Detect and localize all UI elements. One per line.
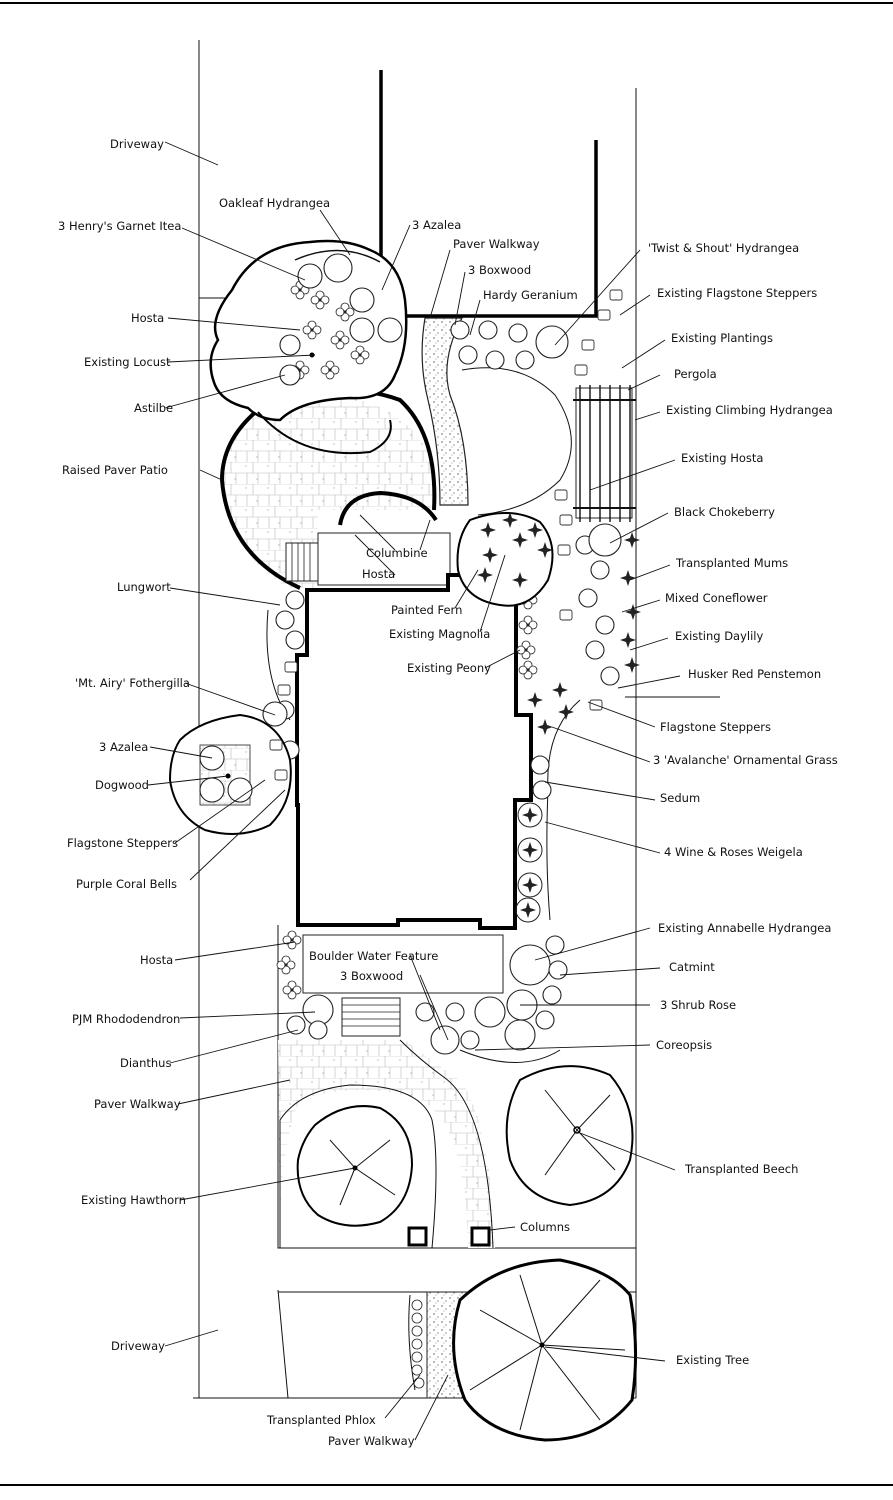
label-columns: Columns — [520, 1220, 570, 1234]
front-beds — [276, 930, 568, 1055]
label-avalanche-grass: 3 'Avalanche' Ornamental Grass — [653, 753, 838, 767]
upper-left-bed — [209, 239, 408, 422]
house — [295, 532, 533, 1037]
label-azalea-top: 3 Azalea — [412, 218, 461, 232]
label-sedum: Sedum — [660, 791, 700, 805]
label-wine-roses: 4 Wine & Roses Weigela — [664, 845, 803, 859]
label-twist-shout: 'Twist & Shout' Hydrangea — [648, 241, 799, 255]
label-paver-walkway-left: Paver Walkway — [94, 1097, 181, 1111]
right-beds — [257, 320, 641, 923]
label-hosta-lower: Hosta — [140, 953, 173, 967]
label-lungwort: Lungwort — [117, 580, 171, 594]
label-columbine: Columbine — [366, 546, 428, 560]
label-mixed-coneflower: Mixed Coneflower — [665, 591, 768, 605]
label-existing-daylily: Existing Daylily — [675, 629, 763, 643]
label-dianthus: Dianthus — [120, 1056, 171, 1070]
label-existing-magnolia: Existing Magnolia — [389, 627, 490, 641]
label-paver-walkway-top: Paver Walkway — [453, 237, 540, 251]
label-oakleaf-hydrangea: Oakleaf Hydrangea — [219, 196, 330, 210]
label-boxwood-lower: 3 Boxwood — [340, 969, 403, 983]
label-existing-flagstone: Existing Flagstone Steppers — [657, 286, 817, 300]
flagstone-steppers — [269, 289, 623, 781]
label-azalea-left: 3 Azalea — [99, 740, 148, 754]
label-existing-hawthorn: Existing Hawthorn — [81, 1193, 186, 1207]
label-coral-bells: Purple Coral Bells — [76, 877, 177, 891]
label-transplanted-phlox: Transplanted Phlox — [266, 1413, 376, 1427]
top-paver-walkway — [421, 317, 469, 506]
label-transplanted-beech: Transplanted Beech — [684, 1162, 798, 1176]
label-annabelle: Existing Annabelle Hydrangea — [658, 921, 831, 935]
label-existing-tree: Existing Tree — [676, 1353, 749, 1367]
building-walls — [379, 70, 598, 318]
label-painted-fern: Painted Fern — [391, 603, 462, 617]
label-boxwood-top: 3 Boxwood — [468, 263, 531, 277]
label-coreopsis: Coreopsis — [656, 1038, 712, 1052]
label-flagstone-left: Flagstone Steppers — [67, 836, 178, 850]
label-dogwood: Dogwood — [95, 778, 149, 792]
label-raised-patio: Raised Paver Patio — [62, 463, 168, 477]
label-astilbe: Astilbe — [134, 401, 173, 415]
existing-hawthorn — [296, 1105, 414, 1227]
existing-tree — [452, 1258, 638, 1442]
leader-lines — [147, 141, 681, 1441]
label-hardy-geranium: Hardy Geranium — [483, 288, 578, 302]
label-paver-walkway-bottom: Paver Walkway — [328, 1434, 415, 1448]
label-driveway-top: Driveway — [110, 137, 164, 151]
label-catmint: Catmint — [669, 960, 715, 974]
label-driveway-bottom: Driveway — [111, 1339, 165, 1353]
label-shrub-rose: 3 Shrub Rose — [660, 998, 736, 1012]
label-hosta-top: Hosta — [131, 311, 164, 325]
label-existing-plantings: Existing Plantings — [671, 331, 773, 345]
transplanted-beech — [505, 1065, 634, 1207]
plan-labels: Driveway Oakleaf Hydrangea 3 Henry's Gar… — [58, 137, 838, 1448]
label-pjm-rhodo: PJM Rhododendron — [72, 1012, 180, 1026]
label-henrys-garnet: 3 Henry's Garnet Itea — [58, 219, 181, 233]
label-boulder-water: Boulder Water Feature — [309, 949, 438, 963]
pergola — [573, 385, 636, 522]
label-climbing-hydrangea: Existing Climbing Hydrangea — [666, 403, 833, 417]
label-pergola: Pergola — [674, 367, 717, 381]
label-existing-peony: Existing Peony — [407, 661, 491, 675]
label-flagstone-right: Flagstone Steppers — [660, 720, 771, 734]
label-husker-red: Husker Red Penstemon — [688, 667, 821, 681]
label-existing-locust: Existing Locust — [84, 355, 171, 369]
label-existing-hosta: Existing Hosta — [681, 451, 763, 465]
label-fothergilla: 'Mt. Airy' Fothergilla — [75, 676, 190, 690]
label-black-chokeberry: Black Chokeberry — [674, 505, 775, 519]
lower-paver-walkway — [278, 1039, 495, 1249]
label-transplanted-mums: Transplanted Mums — [675, 556, 788, 570]
dogwood-bed — [168, 701, 292, 835]
label-hosta-center: Hosta — [362, 567, 395, 581]
existing-magnolia — [456, 511, 554, 607]
